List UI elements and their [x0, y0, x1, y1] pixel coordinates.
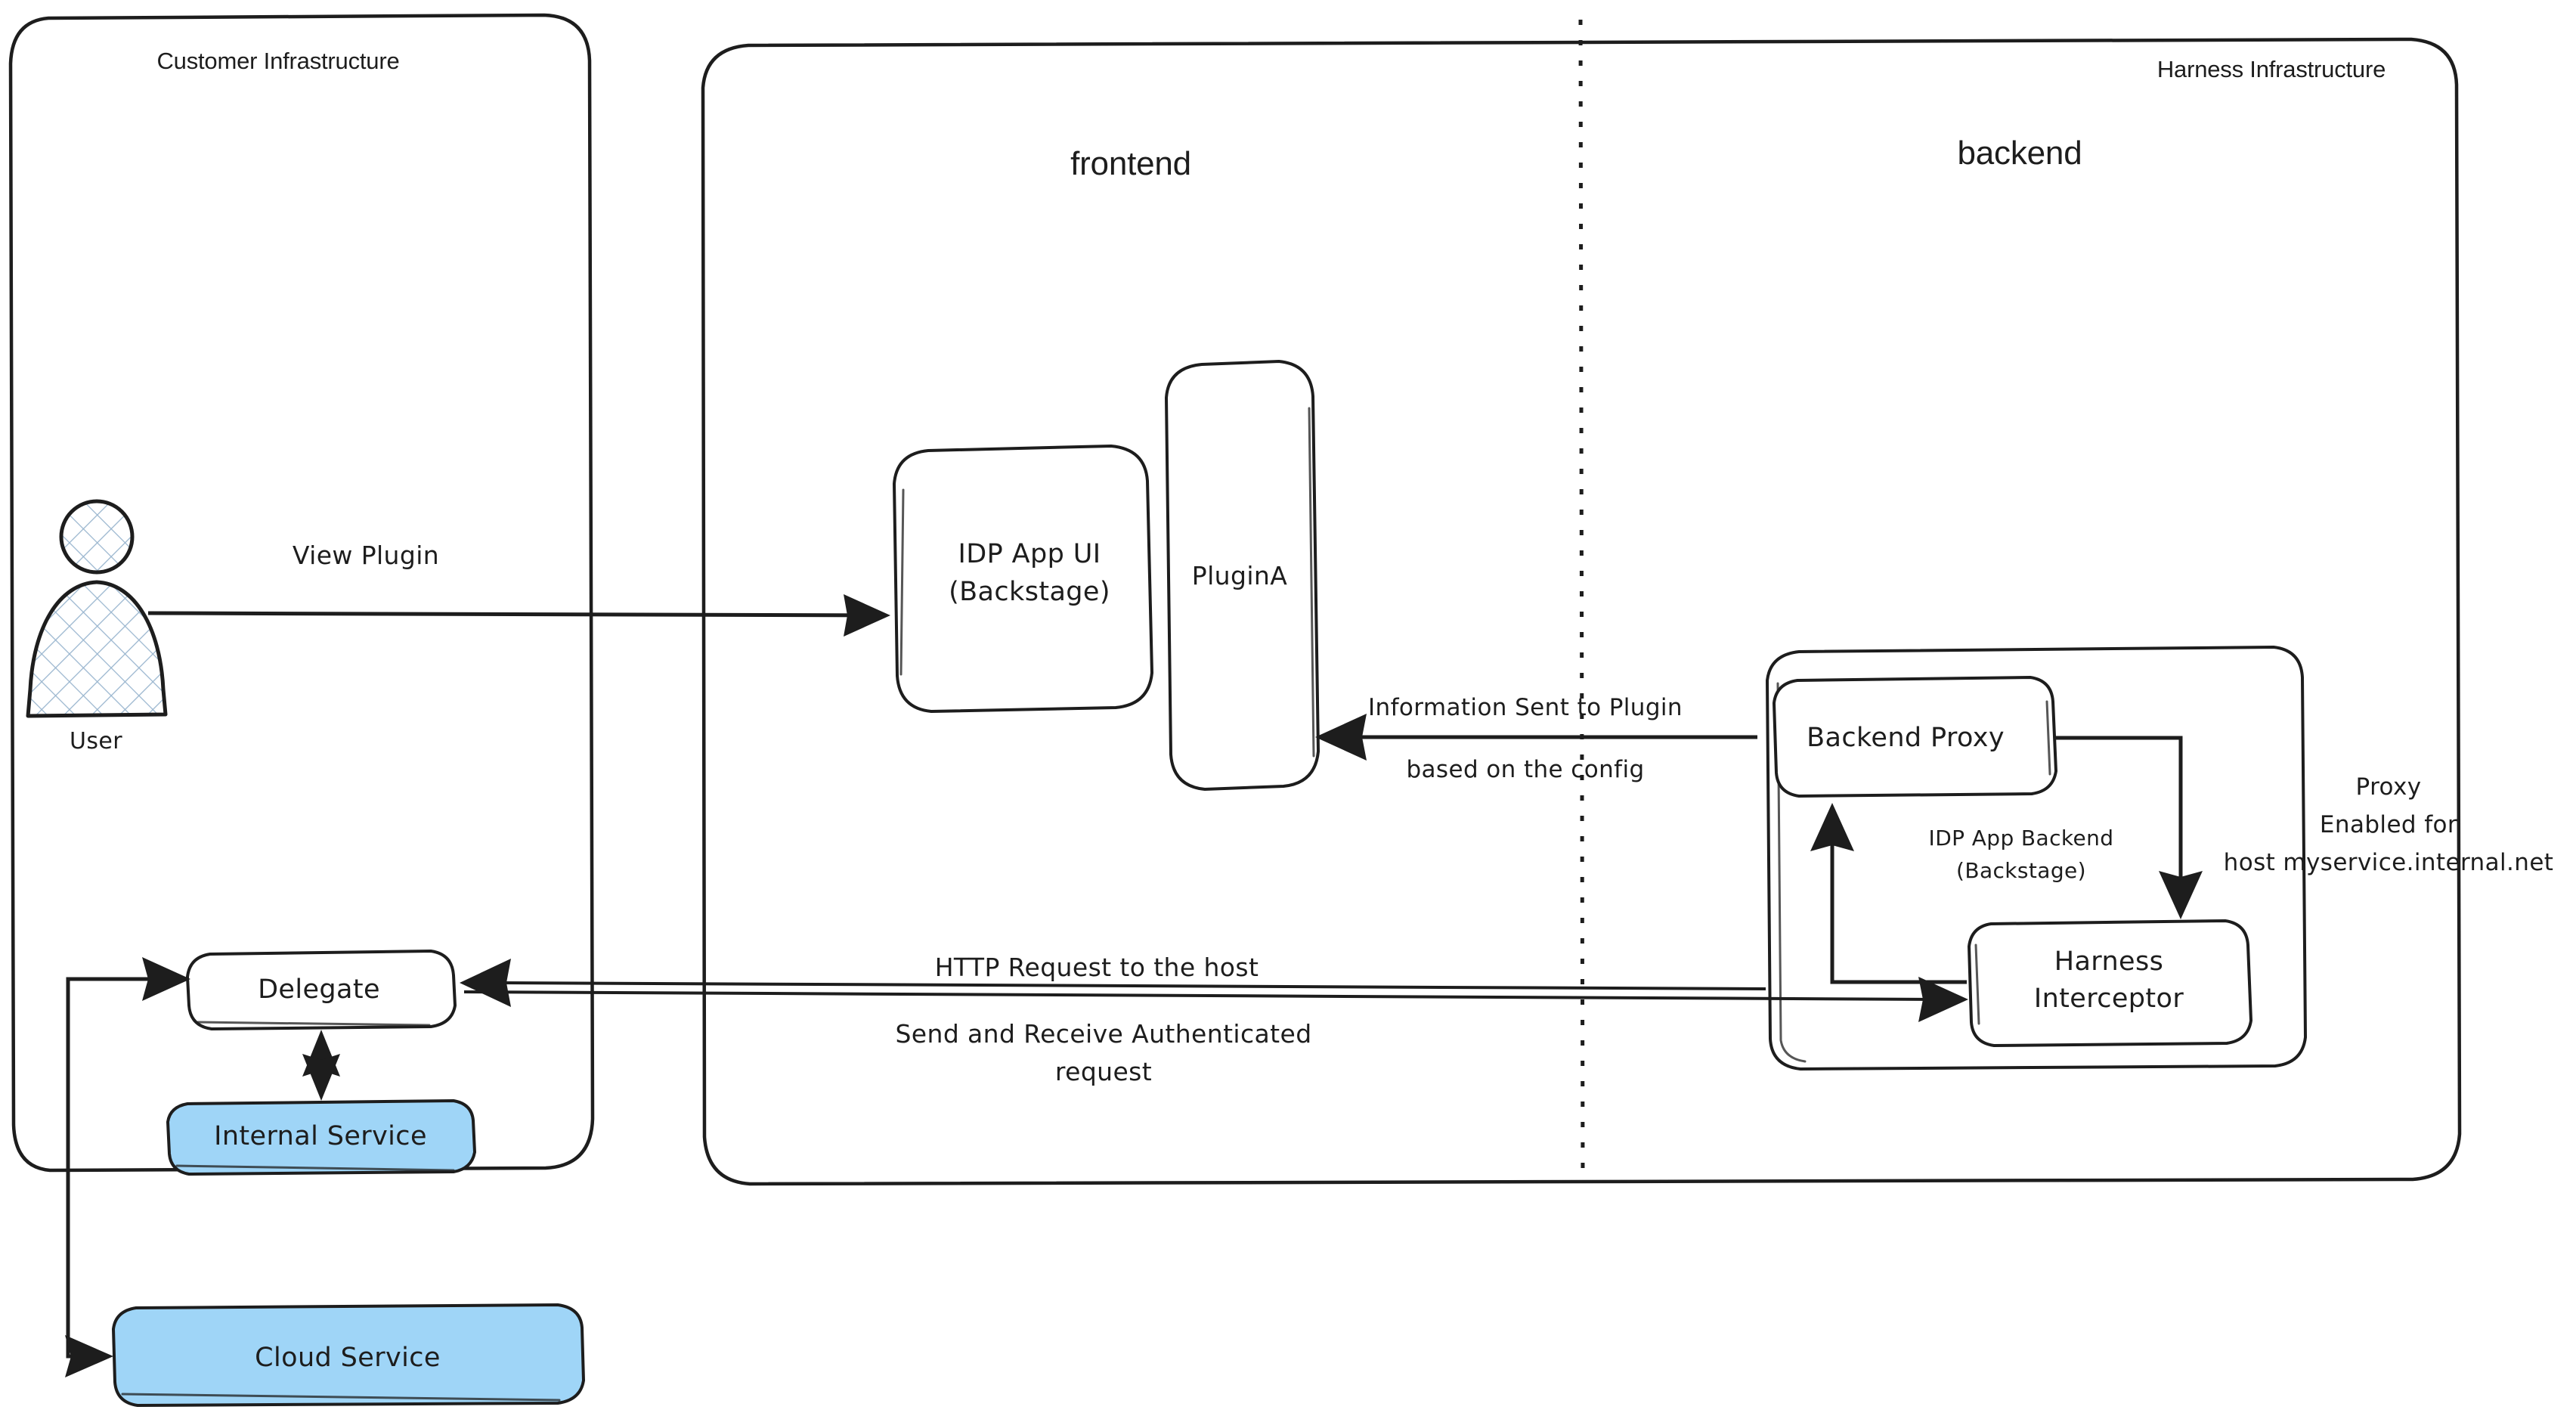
internal-service-label: Internal Service: [214, 1121, 427, 1151]
user-avatar-icon: [26, 499, 168, 718]
internal-service-box: [166, 1099, 476, 1176]
arrow-http-request-bidirectional: [460, 959, 1968, 1022]
cloud-service-label: Cloud Service: [255, 1343, 441, 1373]
harness-interceptor-box: [1968, 919, 2252, 1047]
arrow-proxy-to-interceptor: [2055, 736, 2203, 919]
edge-label-information-sent-line2: based on the config: [1406, 756, 1645, 783]
cloud-service-box: [112, 1303, 585, 1407]
harness-interceptor-label-line2: Interceptor: [2033, 984, 2184, 1014]
edge-label-send-receive-line2: request: [1054, 1057, 1153, 1086]
user-label: User: [70, 728, 122, 754]
arrow-information-sent-to-plugin: [1315, 714, 1757, 761]
idp-app-ui-box: [893, 445, 1153, 713]
edge-label-information-sent-line1: Information Sent to Plugin: [1368, 694, 1683, 721]
edge-label-proxy-enabled-line2: Enabled for: [2319, 811, 2458, 838]
edge-label-http-request: HTTP Request to the host: [934, 953, 1259, 982]
edge-label-proxy-enabled-line3: host myservice.internal.net: [2223, 849, 2554, 876]
layer-title-frontend: frontend: [1070, 145, 1191, 182]
delegate-box: [186, 950, 457, 1030]
arrow-view-plugin: [147, 594, 890, 637]
idp-app-backend-label-line1: IDP App Backend: [1928, 826, 2114, 851]
harness-infrastructure-title: Harness Infrastructure: [2156, 56, 2386, 82]
idp-app-ui-label-line2: (Backstage): [949, 577, 1110, 607]
backend-proxy-label: Backend Proxy: [1807, 723, 2005, 753]
edge-label-send-receive-line1: Send and Receive Authenticated: [895, 1019, 1312, 1049]
idp-app-ui-label-line1: IDP App UI: [958, 539, 1101, 569]
edge-label-proxy-enabled-line1: Proxy: [2355, 773, 2422, 801]
idp-app-backend-label-line2: (Backstage): [1956, 858, 2086, 883]
edge-label-view-plugin: View Plugin: [292, 541, 440, 570]
layer-title-backend: backend: [1957, 135, 2082, 172]
arrow-delegate-internal-service: [302, 1030, 340, 1101]
customer-infrastructure-title: Customer Infrastructure: [156, 48, 400, 74]
plugin-a-box: [1165, 360, 1320, 791]
arrow-delegate-cloud-service: [65, 957, 190, 1377]
plugin-a-label: PluginA: [1191, 561, 1288, 590]
delegate-label: Delegate: [258, 974, 380, 1005]
harness-interceptor-label-line1: Harness: [2054, 947, 2164, 977]
customer-infrastructure-panel: [8, 13, 595, 1173]
backend-proxy-box: [1773, 676, 2057, 798]
